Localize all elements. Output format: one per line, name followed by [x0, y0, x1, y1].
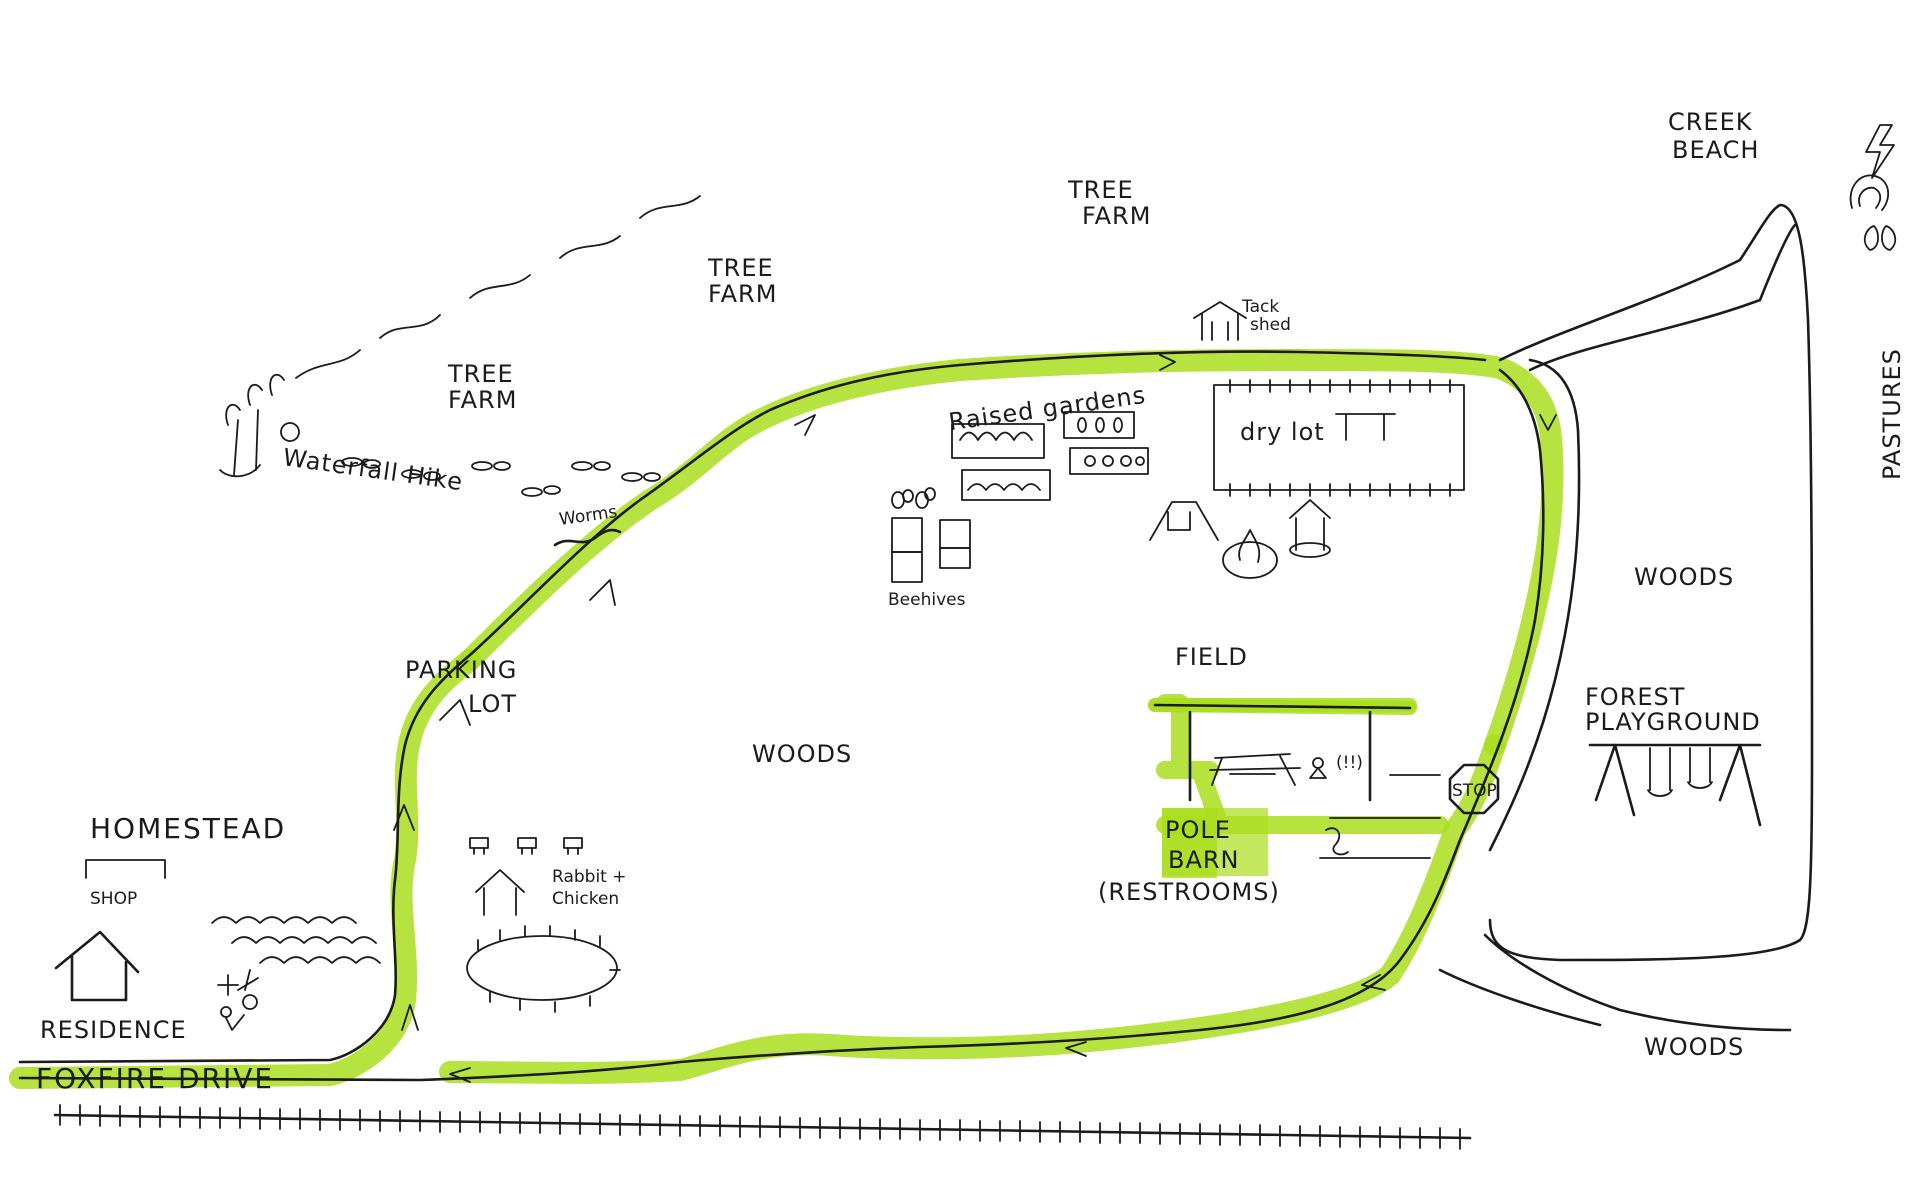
- lightning-icon: [1865, 124, 1895, 179]
- shop-icon: [85, 859, 166, 879]
- homestead-label: HOMESTEAD: [90, 812, 286, 845]
- flower-icon: [217, 969, 259, 1031]
- beehive-icon: [891, 517, 971, 583]
- swing-icon: [1149, 501, 1219, 541]
- woods-right-label: WOODS: [1634, 563, 1734, 591]
- pastures-label: PASTURES: [1878, 348, 1906, 480]
- picnic-table-icon: [1209, 753, 1301, 786]
- raised-bed-icon: [951, 411, 1149, 501]
- residence-label: RESIDENCE: [40, 1016, 187, 1044]
- bee-icon: [891, 487, 936, 509]
- woods-bottom-label: WOODS: [1644, 1033, 1744, 1061]
- coop-icon: [469, 837, 583, 916]
- beehives-label: Beehives: [888, 590, 966, 610]
- footprint-icon: [341, 457, 661, 497]
- well-icon: [1289, 499, 1331, 558]
- restroom-icon: [1309, 757, 1349, 856]
- stop-sign-icon: [1448, 763, 1500, 815]
- shed-icon: [1193, 301, 1247, 341]
- worm-icon: [553, 528, 622, 547]
- pen-icon: [466, 925, 621, 1013]
- field-label: FIELD: [1175, 643, 1248, 671]
- swing-set-icon: [1588, 743, 1762, 827]
- waterfall-hike-label: Waterfall Hike: [281, 443, 465, 496]
- stop-sign-label: STOP: [1452, 781, 1497, 801]
- garden-rows-icon: [211, 916, 381, 964]
- hoofprint-icon: [1863, 225, 1897, 251]
- restroom-sign-label: (!!): [1336, 753, 1363, 773]
- restrooms-label: (RESTROOMS): [1098, 878, 1280, 906]
- railroad-icon: [53, 1104, 1472, 1150]
- house-icon: [54, 930, 140, 1002]
- horseshoe-icon: [1849, 174, 1890, 211]
- waterfall-icon: [219, 195, 701, 478]
- foxfire-drive-label: FOXFIRE DRIVE: [36, 1062, 274, 1095]
- dry-lot-label: dry lot: [1240, 418, 1325, 446]
- rabbit-chicken-label: Rabbit +Chicken: [552, 867, 626, 909]
- fence-icon: [1213, 379, 1465, 497]
- direction-arrows: [393, 354, 1557, 1083]
- pole-barn: [1148, 698, 1417, 876]
- woods-center-label: WOODS: [752, 740, 852, 768]
- road-lines: [18, 203, 1814, 1082]
- campfire-icon: [1222, 529, 1278, 579]
- raised-gardens-label: Raised gardens: [947, 381, 1148, 436]
- shop-label: SHOP: [90, 889, 137, 909]
